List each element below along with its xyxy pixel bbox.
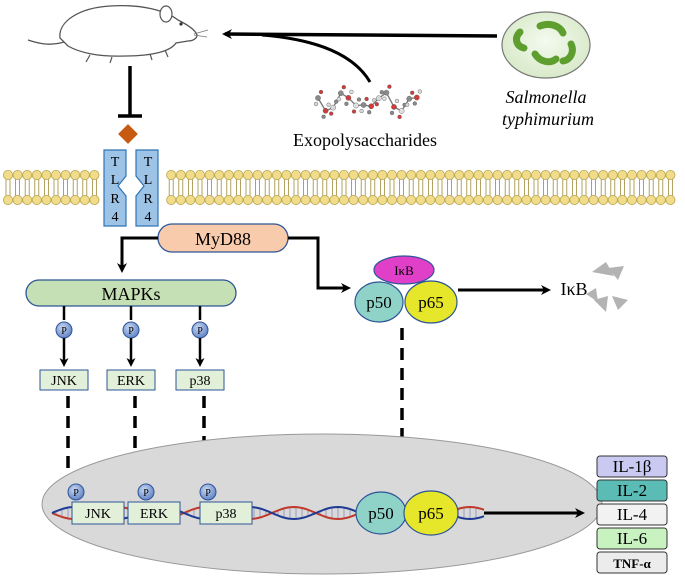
p50-subunit: [354, 281, 404, 323]
cytokine-label: IL-6: [617, 529, 647, 548]
tlr4-left-letter: L: [111, 173, 120, 188]
tlr4-left-letter: T: [111, 155, 120, 170]
tlr4-receptor: T L R 4 T L R 4: [103, 149, 159, 227]
kinase-label: ERK: [117, 374, 145, 389]
exopolysaccharide-arrow: [261, 33, 372, 83]
myd88-to-nfkb-arrow: [288, 236, 351, 293]
cytokine-box: [596, 527, 668, 550]
p65-label: p65: [418, 293, 444, 312]
nuclear-phospho-circle: [67, 483, 85, 501]
kinase-box: [106, 369, 156, 391]
cytokine-box: [596, 479, 668, 502]
nuclear-phospho-label: P: [143, 488, 149, 499]
exopolysaccharides-label: Exopolysaccharides: [293, 130, 437, 150]
tlr4-right-letter: T: [144, 155, 153, 170]
nuclear-phospho-circle: [199, 483, 217, 501]
kinase-label: p38: [190, 374, 211, 389]
nuclear-kinase-box: [199, 501, 253, 525]
phospho-label: P: [128, 326, 134, 337]
nfkb-complex: IκB p50 p65: [354, 255, 458, 324]
tlr4-right-letter: 4: [145, 210, 152, 225]
cell-membrane: [3, 169, 676, 205]
nuclear-phospho-circle: [137, 483, 155, 501]
polysaccharide-molecule-icon: [313, 84, 422, 120]
organism-name-line2: typhimurium: [502, 109, 594, 129]
kinase-label: JNK: [51, 374, 77, 389]
cytokine-label: IL-2: [617, 481, 647, 500]
mouse-icon: [27, 4, 209, 64]
nuclear-kinase-label: ERK: [140, 507, 168, 522]
bacteria-icon: [501, 11, 591, 79]
degraded-fragments-icon: [586, 262, 628, 312]
cytokine-label: IL-1β: [613, 457, 652, 476]
nuclear-nfkb: p50 p65: [355, 490, 459, 536]
inhibition-symbol: [118, 66, 142, 118]
tlr4-right-letter: L: [144, 173, 153, 188]
nuclear-kinase-label: JNK: [85, 507, 111, 522]
nuclear-p50-label: p50: [368, 504, 394, 523]
nucleus: [41, 433, 603, 575]
cytokine-label: TNF-α: [613, 556, 651, 571]
p65-subunit: [404, 280, 458, 324]
p50-label: p50: [366, 293, 392, 312]
ikb-label: IκB: [394, 263, 414, 278]
nuclear-kinase-box: [127, 501, 181, 525]
cytokine-box: [596, 551, 668, 574]
nuclear-kinase-label: p38: [216, 507, 237, 522]
tlr4-left-letter: 4: [112, 210, 119, 225]
myd88-to-mapks-arrow: [117, 236, 158, 273]
cytokine-box: [596, 455, 668, 478]
nuclear-p65-subunit: [403, 490, 459, 536]
organism-name-line1: Salmonella: [506, 87, 587, 107]
kinase-box: [39, 369, 89, 391]
tlr4-right-letter: R: [143, 192, 153, 207]
nuclear-p65-label: p65: [418, 504, 444, 523]
cytokine-label: IL-4: [617, 505, 648, 524]
degraded-ikb-label: IκB: [560, 279, 587, 299]
phospho-label: P: [197, 326, 203, 337]
nuclear-kinase-box: [71, 501, 125, 525]
nuclear-phospho-label: P: [205, 488, 211, 499]
nuclear-phospho-label: P: [73, 488, 79, 499]
tlr4-left-letter: R: [110, 192, 120, 207]
kinase-box: [175, 369, 225, 391]
ikb-shape: [373, 255, 435, 285]
myd88-label: MyD88: [195, 229, 251, 249]
mapks-label: MAPKs: [101, 284, 160, 304]
ligand-diamond: [118, 124, 138, 144]
phospho-label: P: [61, 326, 67, 337]
cytokine-box: [596, 503, 668, 526]
